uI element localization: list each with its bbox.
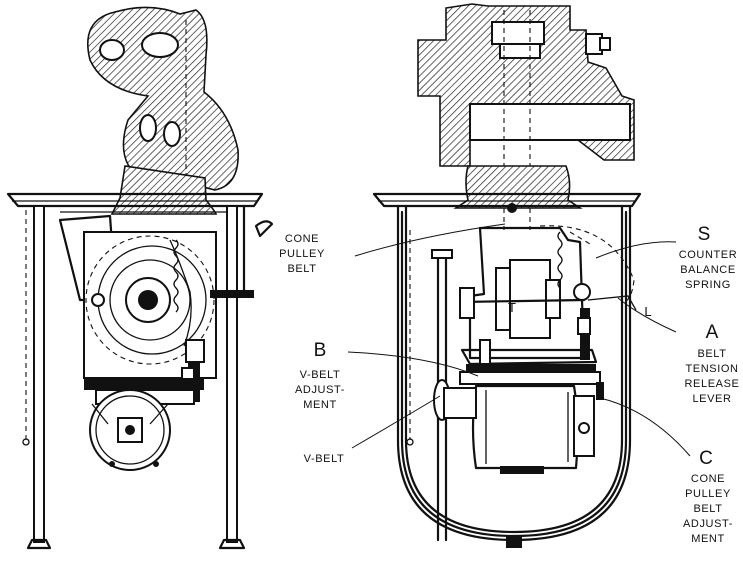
label-b-line-1: V-BELT <box>300 369 341 381</box>
leader-lines <box>347 223 691 457</box>
label-cone-pulley-belt-line-3: BELT <box>287 263 316 275</box>
label-c-line-5: MENT <box>691 533 725 545</box>
mark-t: T <box>508 300 516 315</box>
label-b-line-2: ADJUST- <box>295 384 345 396</box>
label-a-letter: A <box>706 322 719 343</box>
label-s: S COUNTER BALANCE SPRING <box>679 224 738 291</box>
label-b-line-3: MENT <box>303 399 337 411</box>
label-c-letter: C <box>699 448 713 469</box>
label-cone-pulley-belt-line-2: PULLEY <box>279 248 325 260</box>
label-b-letter: B <box>314 340 327 361</box>
leader-a <box>617 297 677 333</box>
right-adjustment-bar <box>460 308 598 372</box>
label-c-line-2: PULLEY <box>685 488 731 500</box>
left-motor <box>89 389 195 471</box>
label-c: C CONE PULLEY BELT ADJUST- MENT <box>683 448 733 545</box>
left-table <box>6 192 264 213</box>
label-s-line-3: SPRING <box>685 279 731 291</box>
label-c-line-4: ADJUST- <box>683 518 733 530</box>
label-s-letter: S <box>698 224 711 245</box>
label-cone-pulley-belt: CONE PULLEY BELT <box>279 233 325 275</box>
label-s-line-1: COUNTER <box>679 249 738 261</box>
label-v-belt: V-BELT <box>304 453 345 465</box>
right-column <box>453 165 583 209</box>
left-head-casting <box>86 6 239 200</box>
mark-l: L <box>644 304 651 319</box>
left-column-base <box>110 165 218 215</box>
label-a-line-4: LEVER <box>692 393 731 405</box>
label-a-line-3: RELEASE <box>685 378 740 390</box>
label-b: B V-BELT ADJUST- MENT <box>295 340 345 411</box>
label-c-line-1: CONE <box>691 473 725 485</box>
left-gearbox <box>58 204 274 402</box>
label-cone-pulley-belt-line-1: CONE <box>285 233 319 245</box>
leader-c <box>599 397 691 457</box>
label-s-line-2: BALANCE <box>680 264 736 276</box>
right-cone-pulley-assembly <box>458 225 637 360</box>
label-a-line-1: BELT <box>697 348 726 360</box>
left-view-front-elevation <box>6 6 274 550</box>
right-head <box>417 3 635 230</box>
leader-b <box>347 351 479 377</box>
right-motor <box>443 371 604 474</box>
left-legs <box>22 205 246 550</box>
right-table <box>372 192 642 213</box>
right-view-side-elevation <box>372 3 642 548</box>
label-a-line-2: TENSION <box>685 363 738 375</box>
label-c-line-3: BELT <box>693 503 722 515</box>
leader-v-belt <box>351 395 441 449</box>
leader-cone-pulley-belt <box>354 223 506 257</box>
label-a: A BELT TENSION RELEASE LEVER <box>685 322 740 405</box>
leader-s <box>595 241 677 259</box>
right-u-guard <box>396 204 632 548</box>
